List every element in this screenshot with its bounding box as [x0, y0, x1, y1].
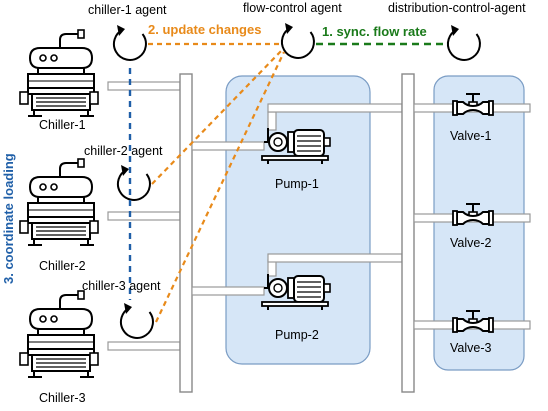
pump-1-label: Pump-1 [275, 177, 319, 191]
flow-control-agent-label: flow-control agent [243, 1, 342, 15]
chiller-2-icon [19, 158, 99, 246]
distribution-agent-label: distribution-control-agent [388, 1, 526, 15]
chiller-3-agent-label: chiller-3 agent [82, 279, 161, 293]
pump-zone [225, 75, 371, 365]
coordinate-loading-label: 3. coordinate loading [1, 153, 16, 284]
chiller-1-agent-cycle-icon [112, 24, 147, 61]
chiller-pipes [107, 81, 181, 351]
chiller-3-agent-cycle-icon [119, 302, 154, 339]
chiller-3-icon [19, 290, 99, 378]
chiller-3-label: Chiller-3 [39, 391, 86, 405]
valve-2-label: Valve-2 [450, 236, 492, 250]
chiller-1-icon [19, 29, 99, 117]
valve-zone [433, 75, 525, 371]
chiller-2-agent-label: chiller-2 agent [84, 144, 163, 158]
chiller-1-label: Chiller-1 [39, 118, 86, 132]
update-changes-label: 2. update changes [148, 22, 261, 37]
chiller-2-label: Chiller-2 [39, 259, 86, 273]
pump-inlet-pipes [191, 141, 265, 296]
chiller-1-agent-label: chiller-1 agent [88, 3, 167, 17]
flow-control-agent-cycle-icon [280, 22, 315, 59]
valve-1-label: Valve-1 [450, 129, 492, 143]
pump-2-label: Pump-2 [275, 328, 319, 342]
sync-flow-label: 1. sync. flow rate [322, 24, 427, 39]
distribution-agent-cycle-icon [446, 24, 481, 61]
supply-header-left [179, 73, 193, 393]
chiller-2-agent-cycle-icon [116, 164, 151, 201]
valve-3-label: Valve-3 [450, 341, 492, 355]
supply-header-right [401, 73, 415, 393]
update-changes-links [148, 42, 285, 323]
pump-outlet-pipes [267, 103, 403, 277]
